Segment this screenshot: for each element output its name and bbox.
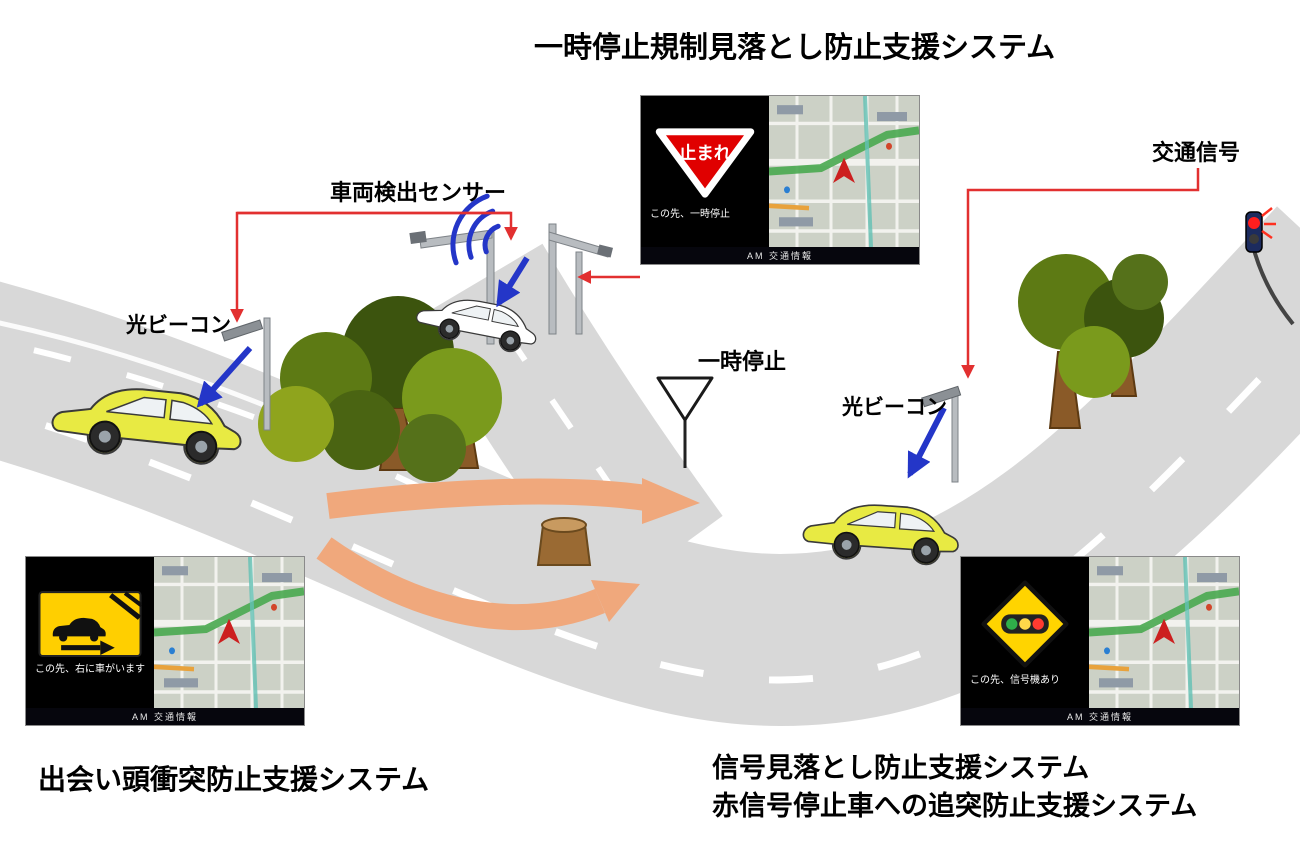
nav-screen-signal-sign-area: この先、信号機あり [961, 557, 1089, 708]
red-connectors [230, 168, 1200, 379]
tree-stump [536, 517, 592, 566]
nav-screen-stop: 止まれ この先、一時停止 AM 交通情報 [640, 95, 920, 265]
label-stop: 一時停止 [698, 349, 787, 374]
stop-sign-roadside [656, 376, 714, 468]
nav-screen-stop-main: 止まれ この先、一時停止 [641, 96, 919, 247]
nav-caption: この先、一時停止 [650, 208, 730, 220]
stop-sign-icon: 止まれ [655, 127, 755, 198]
beacon-signal-arrows [196, 256, 947, 479]
optical-beacon-left-device [221, 317, 271, 431]
nav-map [769, 96, 919, 247]
nav-screen-collision: この先、右に車がいます AM 交通情報 [25, 556, 305, 726]
nav-status-bar: AM 交通情報 [26, 708, 304, 725]
vehicle-sensor-pole-left [409, 229, 495, 345]
label-optical-beacon-left: 光ビーコン [126, 314, 231, 337]
nav-screen-signal-main: この先、信号機あり [961, 557, 1239, 708]
optical-beacon-right-device [921, 385, 962, 483]
nav-screen-signal: この先、信号機あり AM 交通情報 [960, 556, 1240, 726]
nav-map [1089, 557, 1239, 708]
nav-screen-collision-sign-area: この先、右に車がいます [26, 557, 154, 708]
label-vehicle-sensor: 車両検出センサー [330, 180, 507, 205]
signal-ahead-icon [981, 579, 1069, 668]
collision-warning-icon [38, 590, 142, 657]
nav-caption: この先、右に車がいます [35, 663, 145, 675]
nav-map [154, 557, 304, 708]
caption-collision-system: 出会い頭衝突防止支援システム [38, 764, 430, 795]
page-title: 一時停止規制見落とし防止支援システム [534, 32, 1056, 64]
road-main [0, 206, 1300, 727]
nav-screen-stop-sign-area: 止まれ この先、一時停止 [641, 96, 769, 247]
stop-sign-text: 止まれ [679, 143, 732, 163]
nav-status-bar: AM 交通情報 [641, 247, 919, 264]
traffic-light-icon [1245, 207, 1295, 326]
label-optical-beacon-right: 光ビーコン [842, 396, 947, 419]
caption-signal-system-line1: 信号見落とし防止支援システム [712, 753, 1090, 783]
caption-signal-system-line2: 赤信号停止車への追突防止支援システム [712, 791, 1198, 821]
trees-right [1018, 254, 1168, 429]
traffic-flow-arrows [316, 478, 700, 631]
nav-status-bar: AM 交通情報 [961, 708, 1239, 725]
nav-caption: この先、信号機あり [970, 674, 1060, 686]
nav-screen-collision-main: この先、右に車がいます [26, 557, 304, 708]
trees-left [258, 296, 502, 482]
label-traffic-signal: 交通信号 [1152, 140, 1241, 165]
vehicle-sensor-pole-right [548, 223, 614, 335]
